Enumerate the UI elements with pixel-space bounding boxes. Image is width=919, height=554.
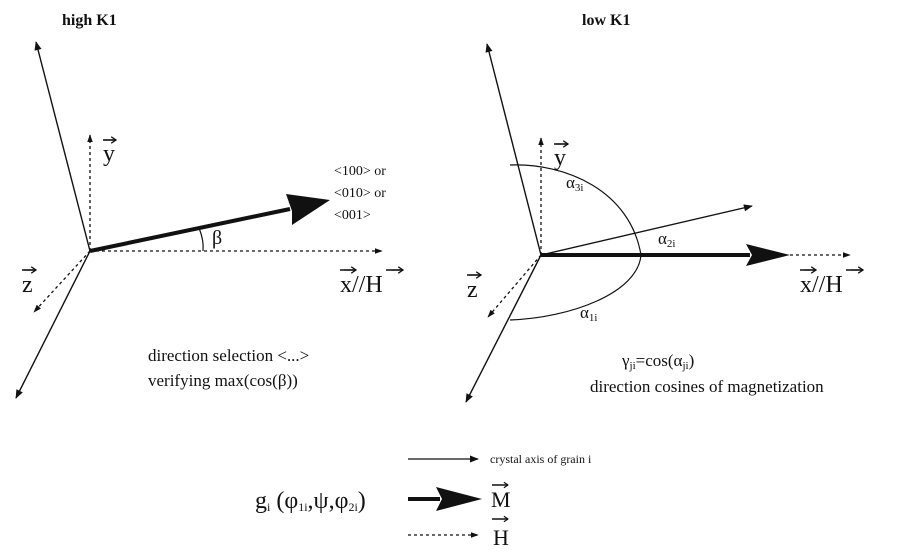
right-magnetization-arrow — [541, 244, 790, 266]
svg-text:<001>: <001> — [334, 208, 371, 223]
left-beta-label: β — [212, 227, 222, 249]
right-angle-arcs — [509, 164, 642, 321]
left-selected-direction-arrow — [89, 194, 330, 253]
svg-text:y: y — [554, 145, 566, 171]
legend-crystal-axis: crystal axis of grain i — [408, 452, 592, 466]
left-crystal-axes — [15, 41, 91, 399]
left-z-label: z — [22, 270, 36, 298]
right-y-label: y — [554, 144, 568, 171]
legend: crystal axis of grain i M H gi (φ1i,ψ,φ2… — [255, 452, 592, 550]
legend-crystal-axis-label: crystal axis of grain i — [490, 452, 592, 466]
grain-orientation-label: gi (φ1i,ψ,φ2i) — [255, 488, 366, 514]
left-direction-family-labels: <100> or <010> or <001> — [334, 164, 386, 223]
svg-text:x//H: x//H — [340, 272, 383, 298]
right-z-label: z — [467, 275, 481, 303]
right-reference-axes — [487, 137, 851, 318]
left-y-label: y — [103, 140, 116, 167]
right-caption-line2: direction cosines of magnetization — [590, 377, 824, 396]
right-alpha1-label: α1i — [580, 303, 597, 324]
right-title: low K1 — [582, 12, 630, 29]
left-caption-line2: verifying max(cos(β)) — [148, 371, 298, 390]
svg-text:<100> or: <100> or — [334, 164, 386, 179]
svg-text:x//H: x//H — [800, 272, 843, 298]
svg-text:<010> or: <010> or — [334, 186, 386, 201]
left-title: high K1 — [62, 12, 117, 29]
left-beta-arc — [198, 227, 204, 252]
left-reference-axes — [33, 134, 383, 313]
legend-magnetization-label: M — [491, 487, 511, 512]
left-xh-label: x//H — [340, 270, 403, 298]
legend-field-label: H — [493, 525, 509, 550]
svg-text:z: z — [22, 272, 33, 298]
right-panel: low K1 y z x//H α3 — [465, 12, 863, 403]
right-alpha3-label: α3i — [566, 173, 583, 194]
right-crystal-axes — [465, 43, 753, 403]
left-caption-line1: direction selection <...> — [148, 346, 309, 365]
right-caption-line1: γji=cos(αji) — [621, 351, 694, 372]
right-alpha2-label: α2i — [658, 229, 675, 250]
right-xh-label: x//H — [800, 270, 863, 298]
legend-field: H — [408, 519, 509, 550]
svg-text:y: y — [103, 141, 115, 167]
svg-text:z: z — [467, 277, 478, 303]
left-panel: high K1 β y z x//H — [15, 12, 403, 399]
legend-magnetization: M — [408, 485, 511, 512]
